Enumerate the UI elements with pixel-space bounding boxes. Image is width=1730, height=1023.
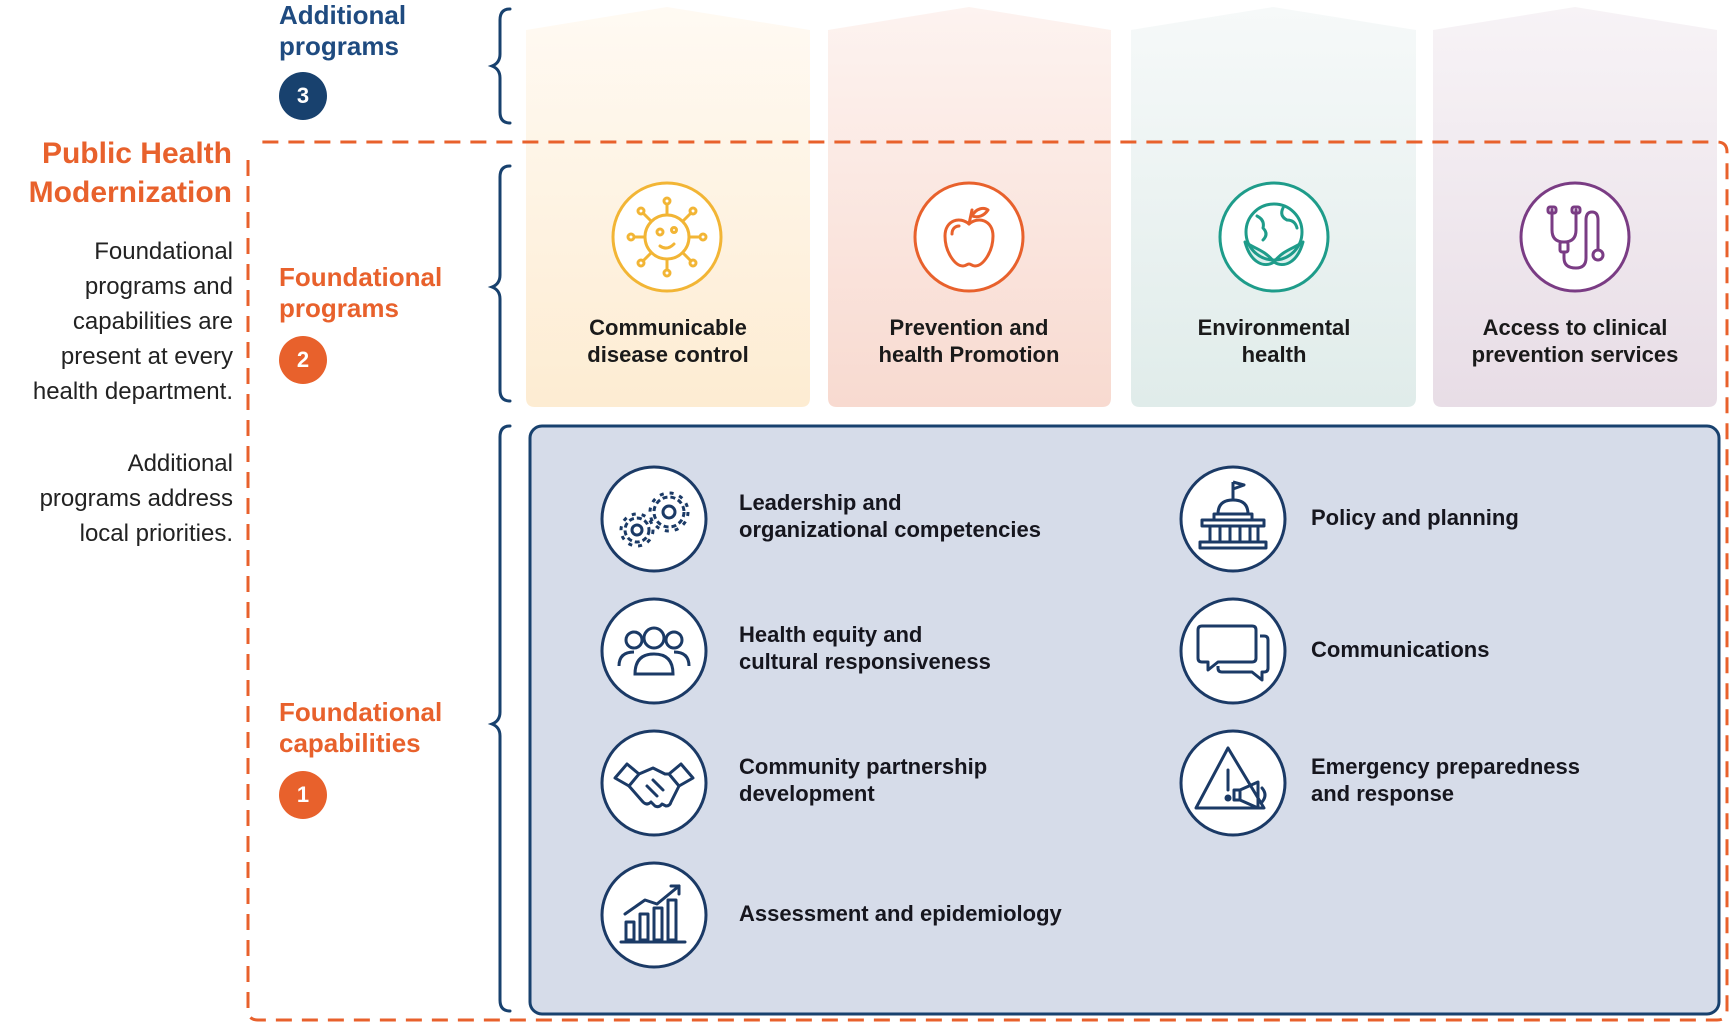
description-line: Foundational — [94, 238, 233, 265]
title-line-2: Modernization — [28, 176, 232, 209]
program-title-line: Environmental — [1197, 315, 1351, 340]
tier-number-badge: 3 — [279, 72, 327, 120]
bar-chart-icon — [600, 861, 708, 969]
program-title-communicable: Communicable disease control — [523, 314, 813, 368]
description-line: programs address — [39, 485, 233, 512]
program-title-line: Access to clinical — [1482, 315, 1668, 340]
capability-assessment: Assessment and epidemiology — [739, 900, 1062, 927]
tier-label-foundational-capabilities: Foundational capabilities — [279, 697, 442, 759]
capability-community-partnership: Community partnership development — [739, 753, 987, 807]
bracket-additional — [487, 7, 512, 125]
people-group-icon — [600, 597, 708, 705]
tier-line: programs — [279, 293, 399, 323]
tier-line: Foundational — [279, 697, 443, 727]
program-title-line: prevention services — [1471, 342, 1679, 367]
capability-line: Leadership and — [739, 490, 902, 515]
modernization-frame — [246, 140, 1729, 1022]
capitol-building-icon — [1179, 465, 1287, 573]
tier-number-badge: 2 — [279, 336, 327, 384]
tier-line: capabilities — [279, 728, 421, 758]
program-title-environmental: Environmental health — [1129, 314, 1419, 368]
capability-line: Assessment and epidemiology — [739, 901, 1062, 926]
tier-label-foundational-programs: Foundational programs — [279, 262, 442, 324]
capability-line: Communications — [1311, 637, 1490, 662]
page-title: Public Health Modernization — [0, 134, 232, 212]
program-title-clinical: Access to clinical prevention services — [1430, 314, 1720, 368]
program-title-line: disease control — [587, 342, 749, 367]
capability-line: Community partnership — [739, 754, 988, 779]
capability-line: Policy and planning — [1311, 505, 1519, 530]
bracket-foundational-programs — [487, 164, 512, 403]
program-title-prevention: Prevention and health Promotion — [824, 314, 1114, 368]
program-title-line: Prevention and — [889, 315, 1049, 340]
description-line: capabilities are — [72, 308, 233, 335]
capability-line: Emergency preparedness — [1311, 754, 1581, 779]
tier-number-badge: 1 — [279, 771, 327, 819]
tier-line: Foundational — [279, 262, 443, 292]
capability-panel — [528, 424, 1721, 1016]
capability-line: and response — [1311, 781, 1455, 806]
capability-line: development — [739, 781, 875, 806]
description-line: present at every — [60, 343, 233, 370]
tier-label-additional: Additional programs — [279, 0, 406, 62]
description-line: Additional — [127, 450, 233, 477]
warning-megaphone-icon — [1179, 729, 1287, 837]
description-line: local priorities. — [79, 520, 233, 547]
stethoscope-icon — [1519, 181, 1631, 293]
bracket-foundational-capabilities — [487, 424, 512, 1013]
virus-icon — [611, 181, 723, 293]
program-title-line: Communicable — [589, 315, 747, 340]
description-line: programs and — [84, 273, 233, 300]
apple-icon — [913, 181, 1025, 293]
program-title-line: health — [1241, 342, 1307, 367]
handshake-icon — [600, 729, 708, 837]
description-line: health department. — [32, 378, 233, 405]
description-foundational: Foundational programs and capabilities a… — [0, 234, 233, 409]
capability-communications: Communications — [1311, 636, 1489, 663]
capability-emergency: Emergency preparedness and response — [1311, 753, 1580, 807]
capability-line: organizational competencies — [739, 517, 1041, 542]
capability-leadership: Leadership and organizational competenci… — [739, 489, 1041, 543]
capability-health-equity: Health equity and cultural responsivenes… — [739, 621, 991, 675]
speech-bubbles-icon — [1179, 597, 1287, 705]
capability-line: Health equity and — [739, 622, 923, 647]
globe-leaves-icon — [1218, 181, 1330, 293]
capability-policy: Policy and planning — [1311, 504, 1519, 531]
gears-icon — [600, 465, 708, 573]
capability-line: cultural responsiveness — [739, 649, 991, 674]
description-additional: Additional programs address local priori… — [0, 446, 233, 551]
tier-line: Additional — [279, 0, 407, 30]
title-line-1: Public Health — [41, 137, 232, 170]
program-title-line: health Promotion — [878, 342, 1060, 367]
tier-line: programs — [279, 31, 399, 61]
